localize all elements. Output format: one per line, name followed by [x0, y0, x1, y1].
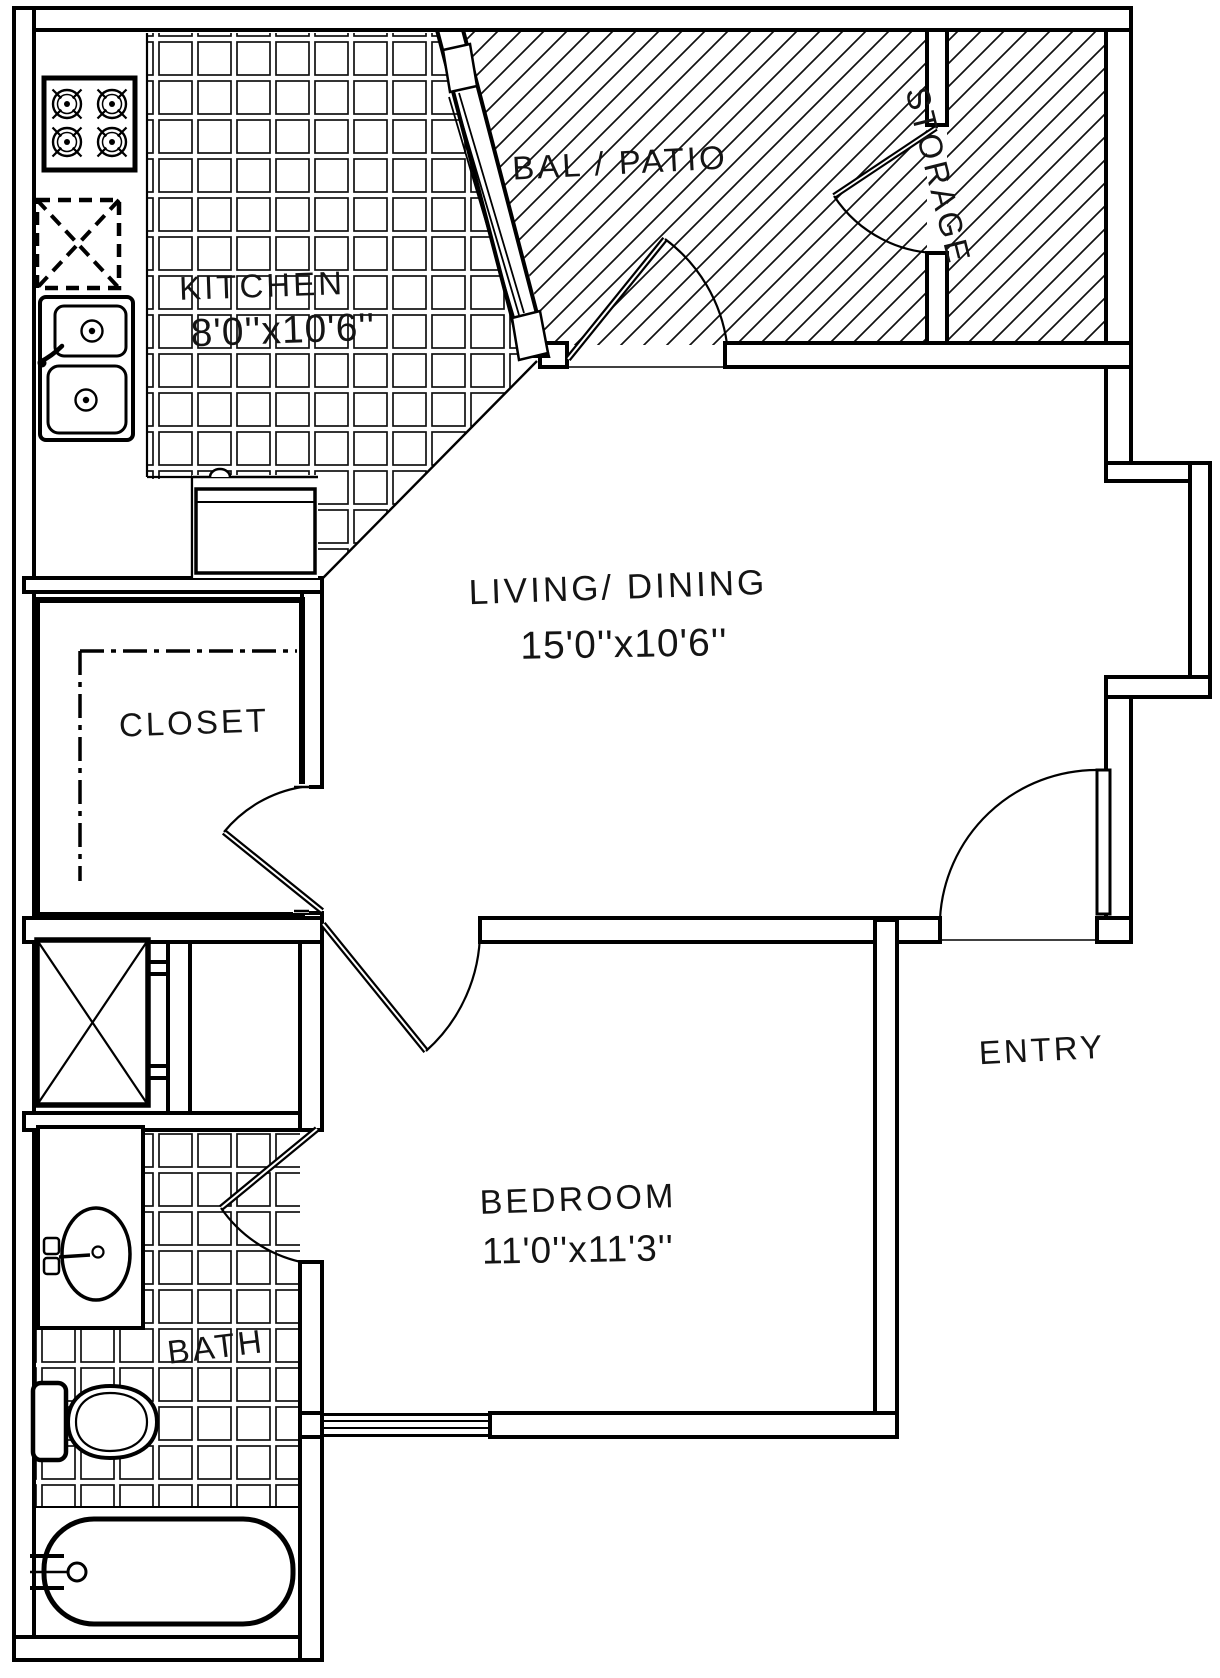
closet-door-swing-icon	[221, 785, 325, 914]
kitchen-sink-icon	[37, 295, 135, 442]
refrigerator-icon	[34, 197, 122, 291]
closet-label: CLOSET	[118, 701, 270, 744]
bathtub-icon	[30, 1516, 296, 1627]
storage-hatch-floor	[947, 30, 1106, 345]
entry-label: ENTRY	[977, 1027, 1106, 1072]
angled-wall-window	[434, 28, 551, 362]
bedroom-label: BEDROOM	[479, 1177, 677, 1222]
storage-door-swing-icon	[832, 125, 946, 255]
doors	[218, 125, 1112, 1264]
washer-dryer-icon	[34, 937, 151, 1108]
bedroom-door-swing-icon	[320, 921, 482, 1054]
bath-tile-floor	[34, 1130, 300, 1508]
entry-door-swing-icon	[938, 768, 1112, 941]
balcony-door-swing-icon	[565, 236, 729, 368]
window-icon	[448, 92, 525, 318]
living-dims: 15'0''x10'6''	[519, 621, 729, 668]
stove-icon	[41, 75, 138, 173]
kitchen-dims: 8'0''x10'6''	[189, 305, 376, 356]
bedroom-dims: 11'0''x11'3''	[481, 1227, 675, 1272]
balcony-hatch-floor	[463, 30, 927, 345]
vanity-sink-icon	[36, 1125, 145, 1330]
kitchen-label: KITCHEN	[178, 264, 346, 307]
dishwasher-icon	[190, 467, 318, 578]
bath-door-swing-icon	[218, 1126, 320, 1264]
closet-rod-lines	[78, 649, 297, 881]
toilet-icon	[30, 1380, 160, 1463]
bedroom-window	[320, 1413, 492, 1437]
